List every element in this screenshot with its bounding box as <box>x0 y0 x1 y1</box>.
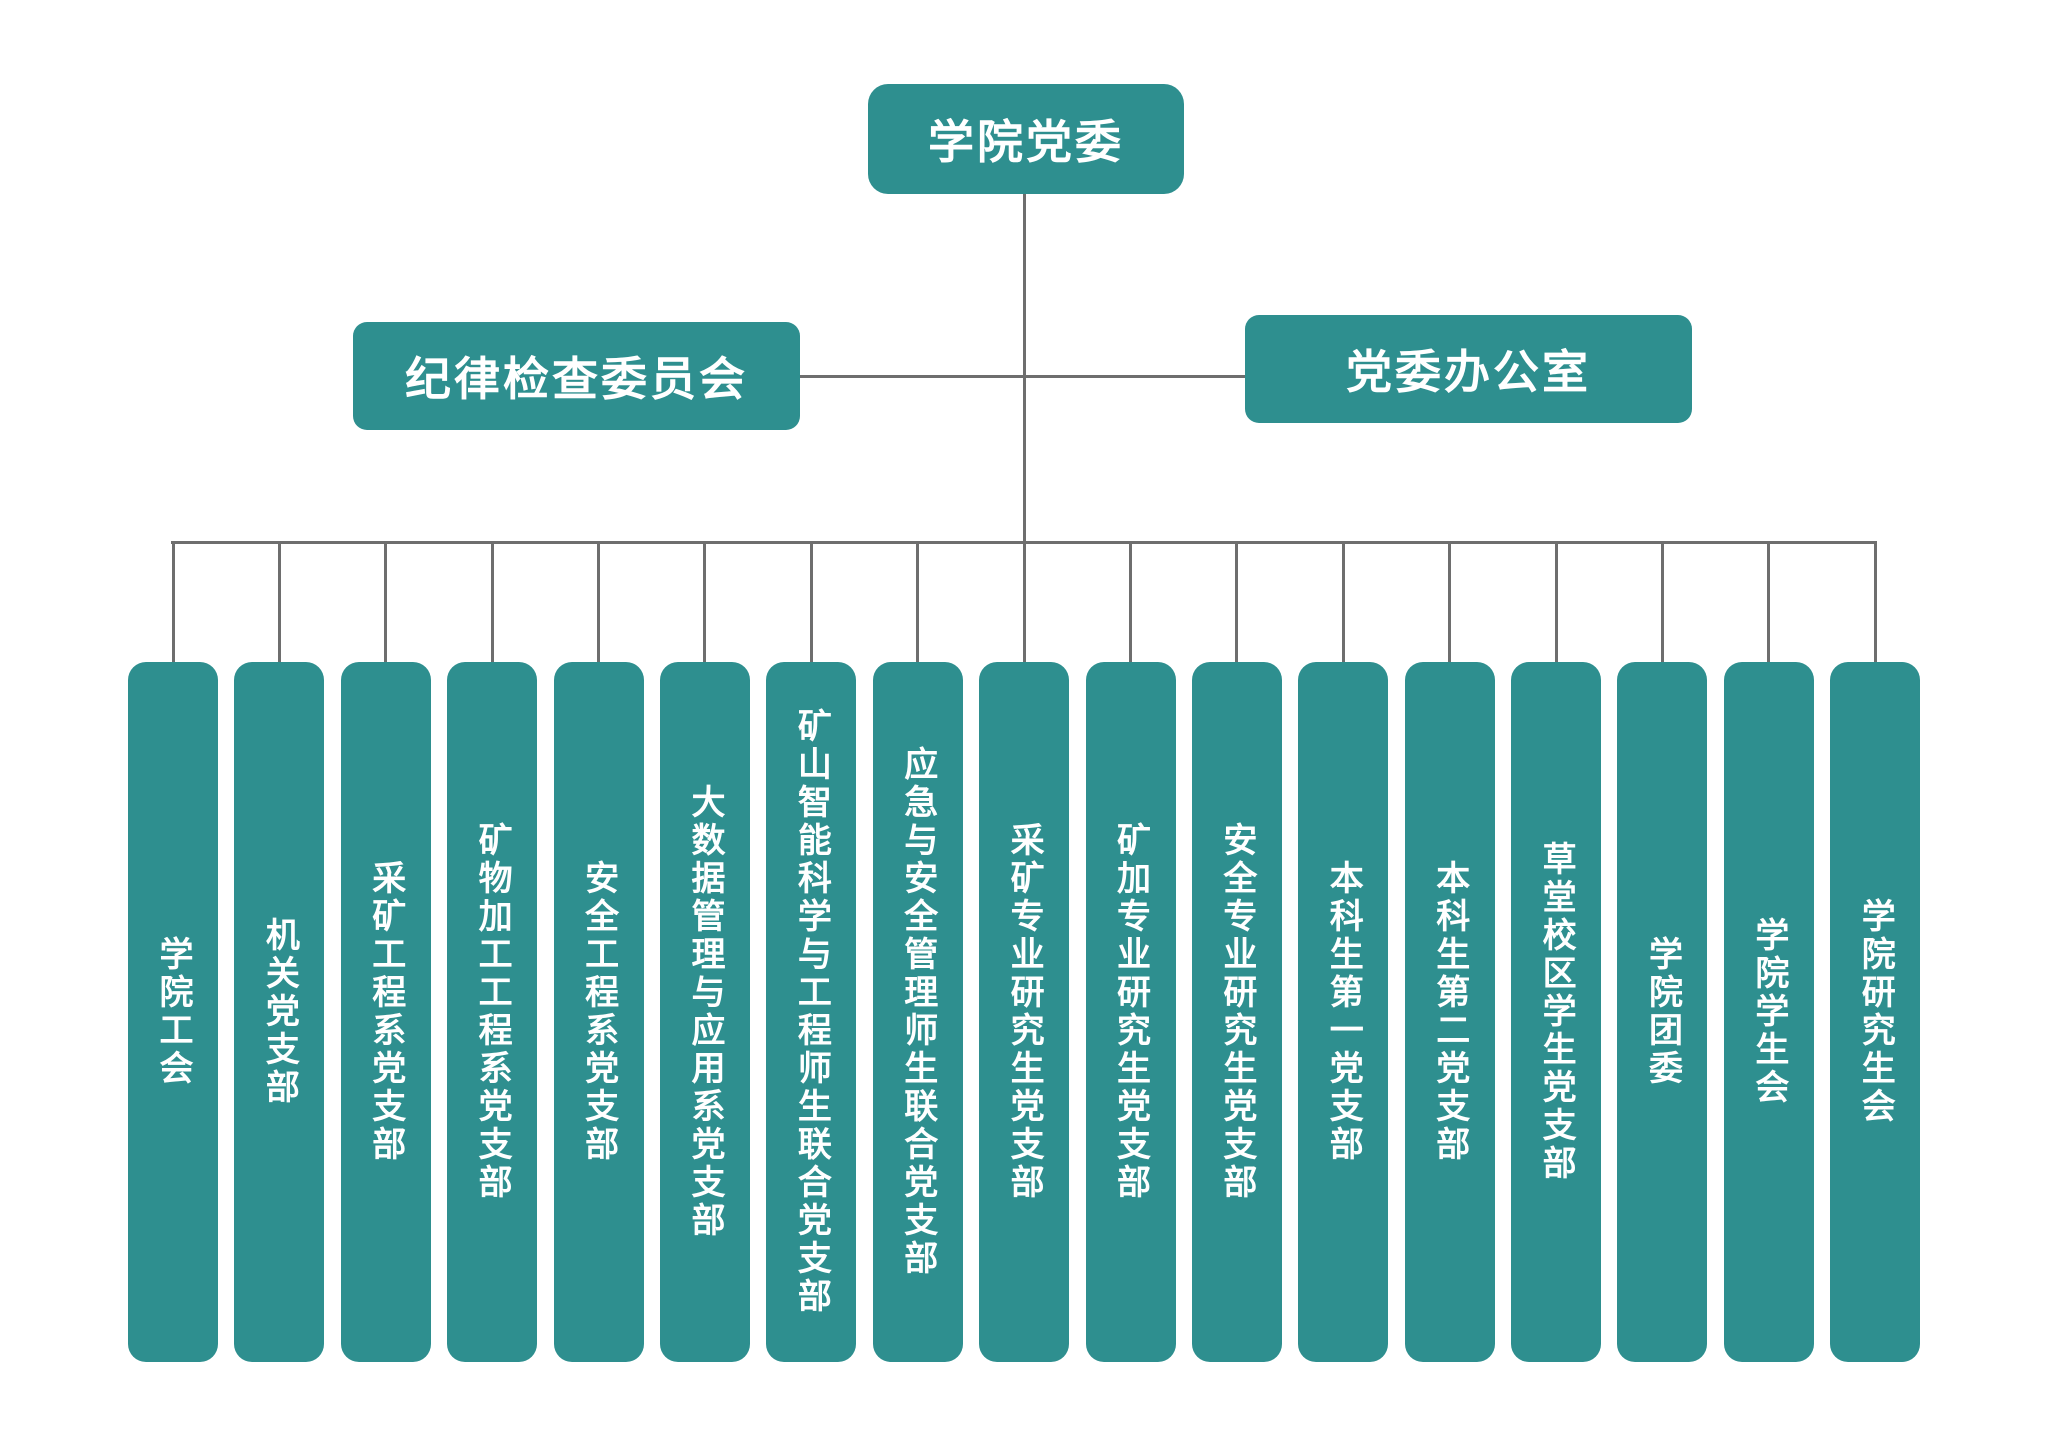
branch-label: 采矿专业研究生党支部 <box>1005 822 1044 1202</box>
branch-box: 采矿专业研究生党支部 <box>979 544 1070 1362</box>
branch-box: 安全专业研究生党支部 <box>1191 544 1282 1362</box>
branch-box: 应急与安全管理师生联合党支部 <box>872 544 963 1362</box>
branch-box: 本科生第二党支部 <box>1404 544 1495 1362</box>
branch-box: 学院团委 <box>1617 544 1708 1362</box>
branch-label: 大数据管理与应用系党支部 <box>685 784 724 1240</box>
branch-label: 学院学生会 <box>1749 917 1788 1107</box>
root-label: 学院党委 <box>928 116 1124 168</box>
branch-box: 本科生第一党支部 <box>1298 544 1389 1362</box>
branch-label: 矿加专业研究生党支部 <box>1111 822 1150 1202</box>
branch-box: 矿物加工工程系党支部 <box>447 544 538 1362</box>
connector-branches-horizontal <box>171 541 1877 544</box>
branch-box: 安全工程系党支部 <box>553 544 644 1362</box>
branch-box: 矿山智能科学与工程师生联合党支部 <box>766 544 857 1362</box>
branch-label: 安全工程系党支部 <box>579 860 618 1164</box>
branch-box: 学院学生会 <box>1723 544 1814 1362</box>
branch-box: 草堂校区学生党支部 <box>1511 544 1602 1362</box>
branch-label: 矿山智能科学与工程师生联合党支部 <box>792 708 831 1316</box>
branch-label: 学院工会 <box>154 936 192 1088</box>
branch-box: 机关党支部 <box>234 544 325 1362</box>
branch-label: 机关党支部 <box>260 917 299 1107</box>
branch-label: 安全专业研究生党支部 <box>1217 822 1256 1202</box>
branch-box: 学院研究生会 <box>1830 544 1921 1362</box>
branch-label: 学院团委 <box>1643 936 1682 1088</box>
branch-label: 学院研究生会 <box>1856 898 1895 1126</box>
branch-label: 本科生第二党支部 <box>1430 860 1469 1164</box>
branches-row: 学院工会 机关党支部 采矿工程系党支部 矿物加工工程系党支部 安全工程系党支部 … <box>128 544 1921 1362</box>
connector-level2-horizontal <box>800 375 1245 378</box>
branch-box: 矿加专业研究生党支部 <box>1085 544 1176 1362</box>
branch-label: 本科生第一党支部 <box>1324 860 1363 1164</box>
connector-root-vertical <box>1023 194 1026 544</box>
branch-label: 草堂校区学生党支部 <box>1537 841 1576 1183</box>
branch-box: 学院工会 <box>128 544 218 1362</box>
committee-box: 纪律检查委员会 <box>353 322 800 430</box>
branch-label: 应急与安全管理师生联合党支部 <box>898 746 937 1278</box>
committee-label: 纪律检查委员会 <box>405 353 748 405</box>
branch-box: 采矿工程系党支部 <box>340 544 431 1362</box>
office-label: 党委办公室 <box>1346 346 1591 398</box>
office-box: 党委办公室 <box>1245 315 1692 423</box>
branch-label: 采矿工程系党支部 <box>366 860 405 1164</box>
branch-label: 矿物加工工程系党支部 <box>473 822 512 1202</box>
branch-box: 大数据管理与应用系党支部 <box>659 544 750 1362</box>
root-box: 学院党委 <box>868 84 1184 194</box>
